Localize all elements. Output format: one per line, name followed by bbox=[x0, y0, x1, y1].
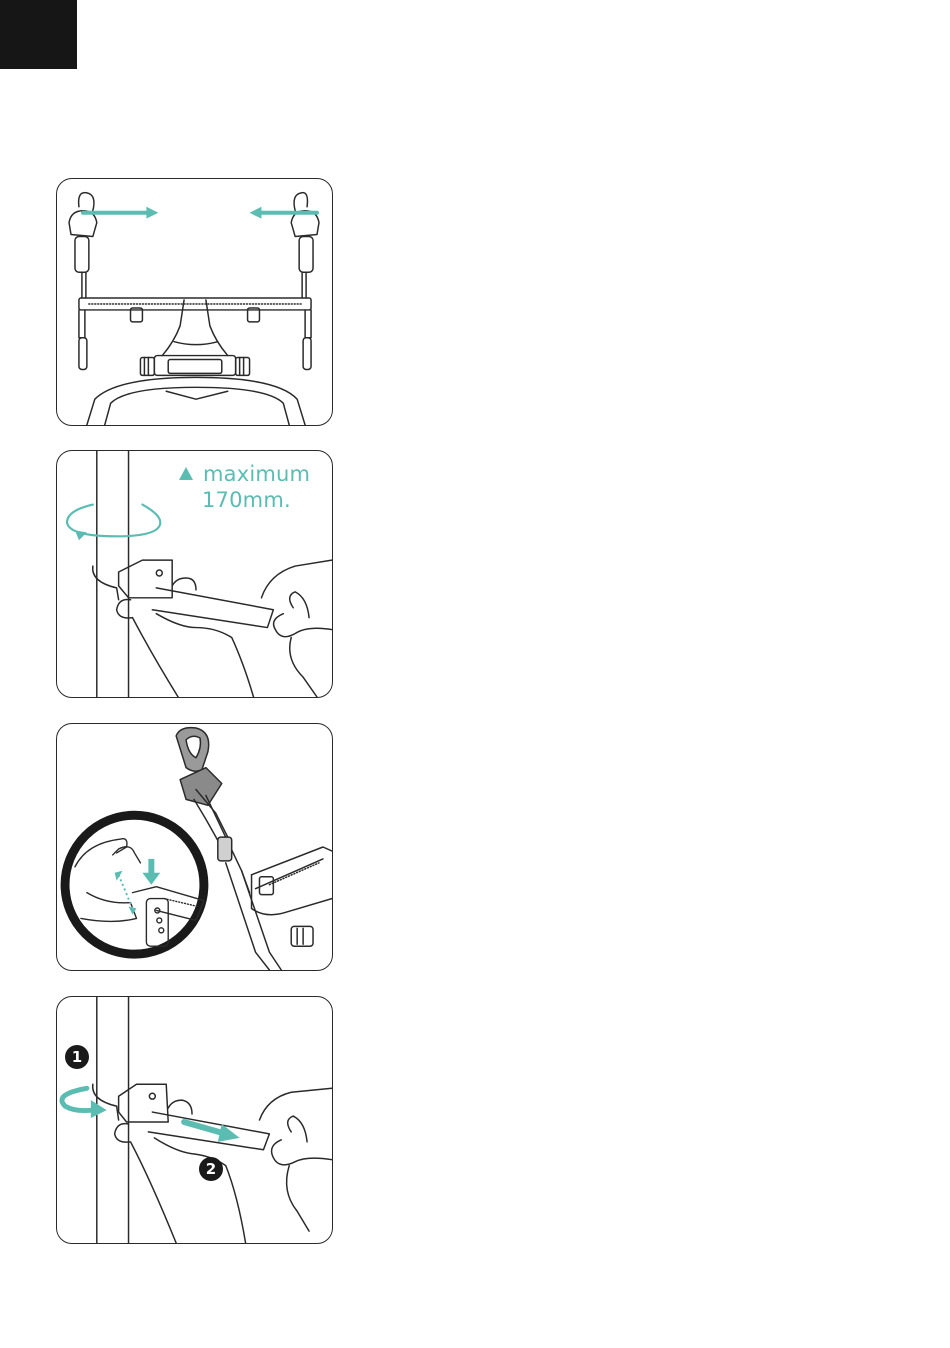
page-corner-tab bbox=[0, 0, 77, 69]
buckle-insert-illustration bbox=[57, 724, 332, 970]
illustration-panel-2: maximum 170mm. bbox=[56, 450, 333, 698]
harness-adjust-illustration bbox=[57, 179, 332, 425]
note-line-2: 170mm. bbox=[179, 487, 310, 513]
illustration-panel-3 bbox=[56, 723, 333, 971]
illustration-panel-4: 1 2 bbox=[56, 996, 333, 1244]
step-2-badge: 2 bbox=[199, 1157, 223, 1181]
step-1-badge: 1 bbox=[65, 1045, 89, 1069]
triangle-warning-icon bbox=[179, 467, 193, 480]
strap-tighten-illustration bbox=[57, 997, 332, 1243]
note-line-1: maximum bbox=[203, 462, 310, 486]
illustration-panel-1 bbox=[56, 178, 333, 426]
max-length-note: maximum 170mm. bbox=[179, 461, 310, 513]
